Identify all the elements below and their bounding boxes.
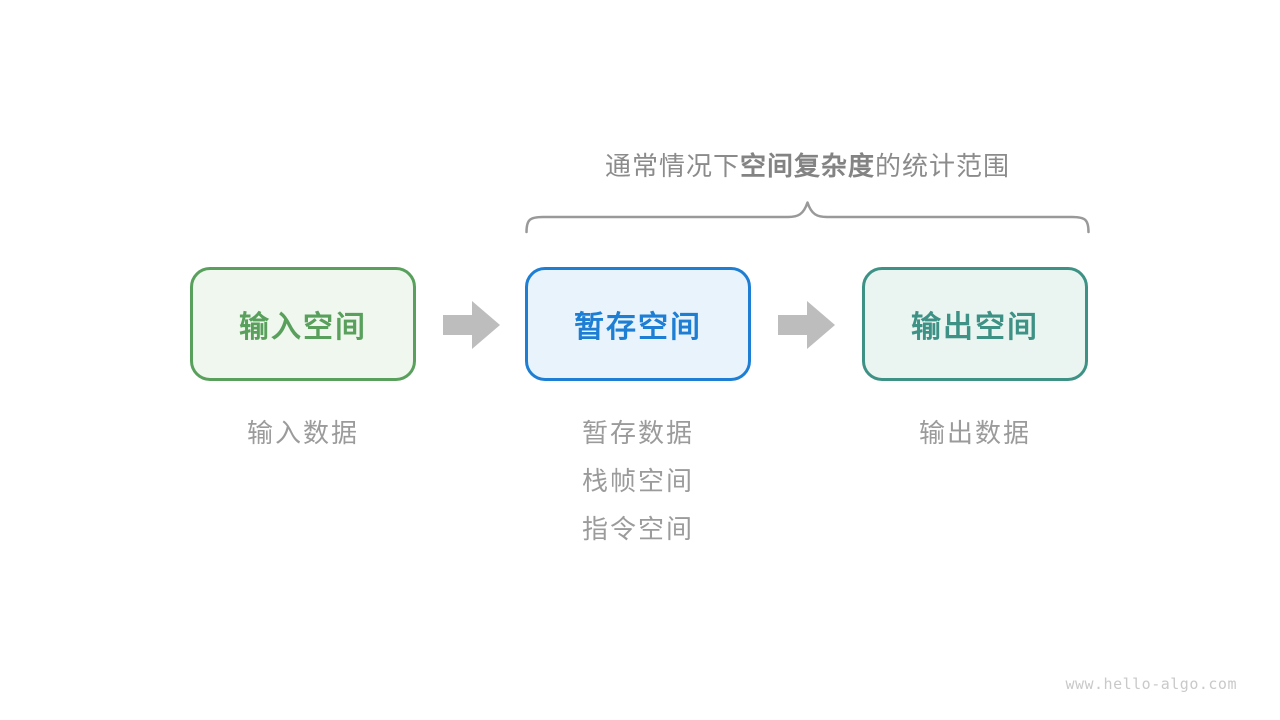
caption-input-data: 输入数据: [190, 409, 416, 457]
caption-temp-space-items: 暂存数据 栈帧空间 指令空间: [525, 409, 751, 553]
box-input-space-label: 输入空间: [239, 311, 367, 344]
scope-brace-icon: [525, 201, 1090, 234]
watermark: www.hello-algo.com: [1065, 675, 1237, 693]
box-temp-space: 暂存空间: [525, 267, 751, 381]
box-input-space: 输入空间: [190, 267, 416, 381]
caption-line: 栈帧空间: [581, 466, 694, 496]
arrow-right-icon: [778, 301, 835, 349]
diagram-title: 通常情况下空间复杂度的统计范围: [525, 146, 1090, 183]
title-emphasis: 空间复杂度: [739, 151, 875, 181]
caption-output-data: 输出数据: [862, 409, 1088, 457]
title-suffix: 的统计范围: [875, 151, 1011, 181]
arrow-right-icon: [443, 301, 500, 349]
title-prefix: 通常情况下: [604, 151, 740, 181]
caption-line: 指令空间: [581, 514, 694, 544]
box-temp-space-label: 暂存空间: [574, 311, 702, 344]
caption-line: 输出数据: [918, 418, 1031, 448]
box-output-space: 输出空间: [862, 267, 1088, 381]
caption-line: 输入数据: [246, 418, 359, 448]
caption-line: 暂存数据: [581, 418, 694, 448]
box-output-space-label: 输出空间: [911, 311, 1039, 344]
